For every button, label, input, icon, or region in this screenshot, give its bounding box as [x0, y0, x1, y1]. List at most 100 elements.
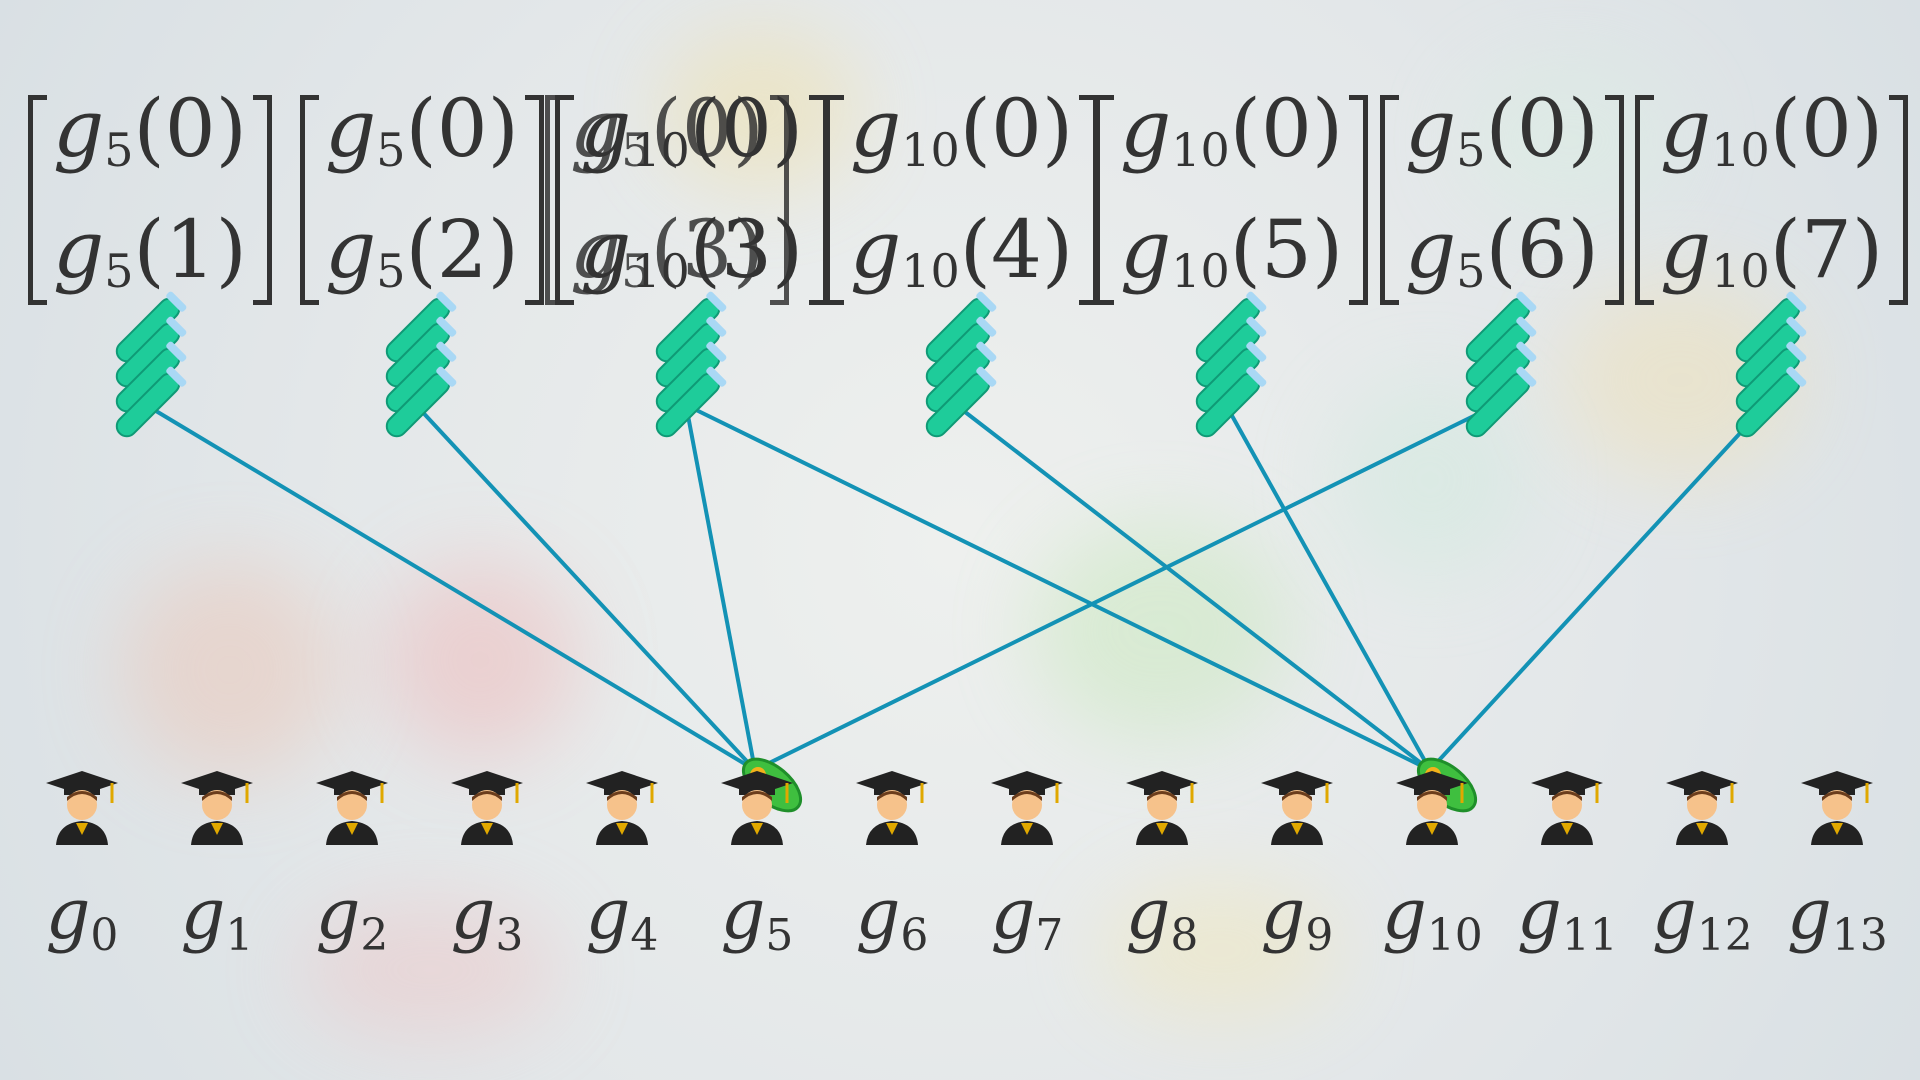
- function-subscript: 5: [621, 244, 651, 298]
- function-subscript: 10: [1711, 244, 1770, 298]
- student-symbol: g: [1382, 873, 1427, 955]
- test-tube-icon: [1195, 291, 1267, 438]
- function-subscript: 5: [376, 123, 406, 177]
- test-tube-icon: [115, 291, 187, 438]
- student-subscript: 8: [1170, 910, 1199, 961]
- sample-vector: g10(0)g10(5): [1095, 82, 1369, 305]
- right-bracket: [769, 95, 789, 305]
- tube-to-student-edge: [1428, 403, 1768, 772]
- graduate-student-icon: [167, 765, 267, 861]
- function-symbol: g: [1120, 203, 1172, 296]
- student-symbol: g: [990, 873, 1036, 955]
- graduate-student-icon: [842, 765, 942, 861]
- vector-entries: g10(0)g10(7): [1654, 79, 1889, 321]
- tubes-layer: [115, 291, 1807, 438]
- left-bracket: [545, 95, 564, 305]
- student-subscript: 7: [1035, 910, 1064, 961]
- background-blob: [300, 900, 560, 1040]
- function-subscript: 10: [1171, 244, 1230, 298]
- graduate-student-icon: [1112, 765, 1212, 861]
- function-symbol: g: [1660, 203, 1712, 296]
- student-label: g3: [437, 869, 537, 981]
- test-tube-icon: [385, 291, 457, 438]
- student-11: g11: [1517, 765, 1618, 981]
- function-symbol: g: [325, 203, 377, 296]
- function-subscript: 5: [376, 244, 406, 298]
- student-symbol: g: [1652, 873, 1697, 955]
- student-symbol: g: [585, 873, 631, 955]
- student-symbol: g: [180, 873, 226, 955]
- student-label: g6: [842, 869, 942, 981]
- student-5: g5: [707, 765, 807, 981]
- graduate-student-icon: [707, 765, 807, 861]
- vector-entries: g 5(0) g5(1): [47, 79, 253, 321]
- function-subscript: 10: [901, 123, 960, 177]
- left-bracket: [825, 95, 844, 305]
- student-subscript: 13: [1831, 910, 1888, 961]
- background-blob: [120, 560, 340, 780]
- graduate-student-icon: [1787, 765, 1887, 861]
- function-subscript: 10: [901, 244, 960, 298]
- function-subscript: 10: [1171, 123, 1230, 177]
- function-subscript: 10: [1711, 123, 1770, 177]
- student-label: g0: [32, 869, 132, 981]
- left-bracket: [1095, 95, 1114, 305]
- function-symbol: g: [325, 82, 377, 175]
- sample-vector: g5(0)g5(1): [28, 82, 272, 305]
- student-0: g0: [32, 765, 132, 981]
- student-2: g2: [302, 765, 402, 981]
- background-blob: [1100, 880, 1340, 1020]
- student-subscript: 12: [1696, 910, 1753, 961]
- vector-entry-top: g10(0): [1120, 79, 1343, 200]
- function-symbol: g: [850, 203, 902, 296]
- sample-vector: g5(0)g5(6): [1380, 82, 1624, 305]
- function-subscript: 10: [631, 244, 690, 298]
- student-symbol: g: [1517, 873, 1562, 955]
- student-symbol: g: [855, 873, 901, 955]
- function-symbol: g: [580, 203, 632, 296]
- function-subscript: 10: [631, 123, 690, 177]
- background-blob: [1460, 60, 1680, 220]
- vector-entry-bottom: g5(1): [53, 200, 247, 321]
- student-subscript: 0: [90, 910, 119, 961]
- student-13: g13: [1787, 765, 1888, 981]
- function-symbol: g: [580, 82, 632, 175]
- student-subscript: 10: [1426, 910, 1483, 961]
- student-label: g5: [707, 869, 807, 981]
- vector-entry-bottom: g10(7): [1660, 200, 1883, 321]
- function-argument: (0): [405, 82, 519, 175]
- student-4: g4: [572, 765, 672, 981]
- function-argument: (7): [1769, 203, 1884, 296]
- tube-to-student-edge: [684, 404, 757, 771]
- sample-vector: g5(0)g5(3): [545, 82, 789, 305]
- student-symbol: g: [720, 873, 766, 955]
- tube-to-student-edge: [1224, 404, 1432, 771]
- student-1: g1: [167, 765, 267, 981]
- function-symbol: g: [1405, 203, 1457, 296]
- student-12: g12: [1652, 765, 1753, 981]
- student-9: g9: [1247, 765, 1347, 981]
- vector-entry-bottom: g10(4): [850, 200, 1073, 321]
- tube-to-student-edge: [414, 403, 757, 772]
- function-argument: (0): [1769, 82, 1884, 175]
- function-argument: (0): [133, 82, 247, 175]
- student-3: g3: [437, 765, 537, 981]
- function-subscript: 5: [104, 123, 134, 177]
- graduate-student-icon: [1247, 765, 1347, 861]
- vector-entry-bottom: g10(5): [1120, 200, 1343, 321]
- vector-entry-top: g5(0): [1405, 79, 1599, 200]
- function-symbol: g: [53, 203, 105, 296]
- tube-to-student-edge: [685, 403, 1431, 772]
- graduate-student-icon: [1382, 765, 1482, 861]
- student-label: g9: [1247, 869, 1347, 981]
- student-10: g10: [1382, 765, 1483, 981]
- left-bracket: [1635, 95, 1654, 305]
- student-label: g11: [1517, 869, 1618, 981]
- graduate-student-icon: [437, 765, 537, 861]
- tube-to-student-edge: [144, 403, 757, 772]
- student-6: g6: [842, 765, 942, 981]
- student-subscript: 9: [1305, 910, 1334, 961]
- vector-entry-top: g5(0): [325, 79, 519, 200]
- student-subscript: 1: [225, 910, 254, 961]
- function-symbol: g: [570, 82, 622, 175]
